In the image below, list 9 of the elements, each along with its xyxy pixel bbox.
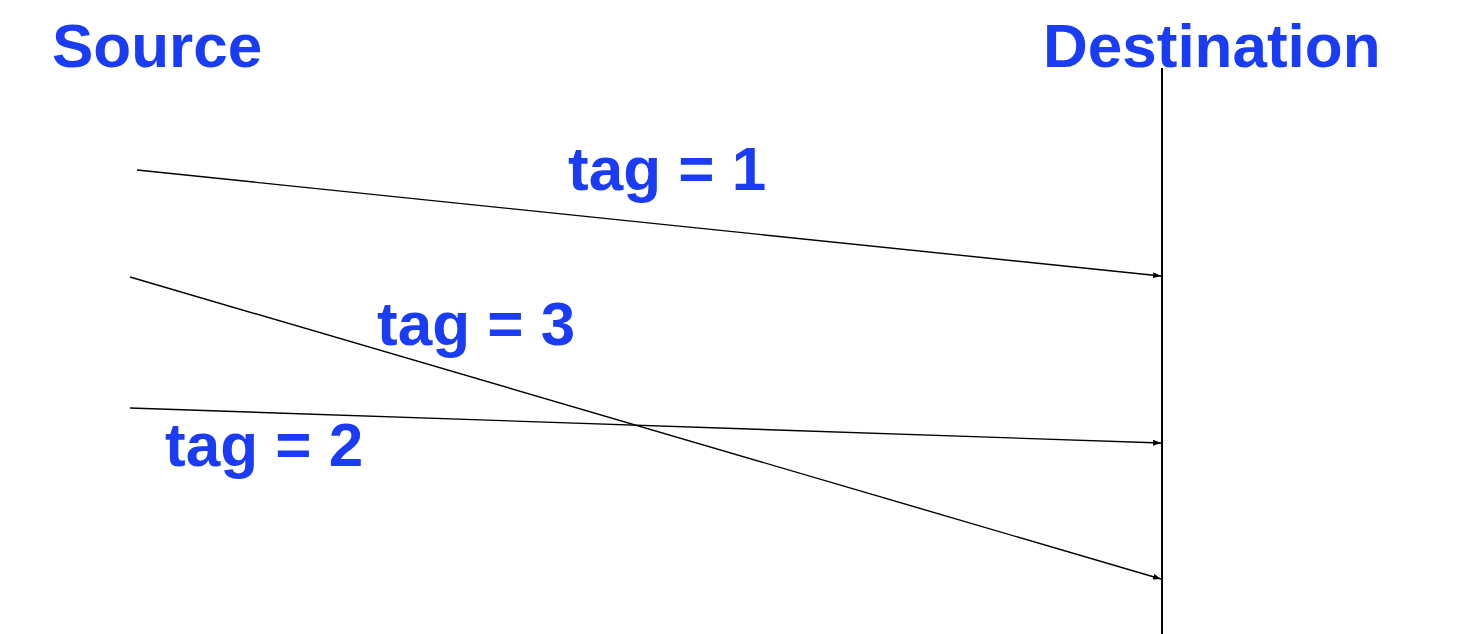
message-arrow [129,407,1162,446]
edge-label: tag = 2 [165,413,364,477]
edge-label: tag = 1 [568,137,767,201]
message-arrow [129,276,1162,580]
lifeline [1161,68,1163,634]
lifeline-heading: Destination [1043,14,1381,78]
edge-label: tag = 3 [377,292,576,356]
lifeline-heading: Source [52,14,263,78]
message-arrow [136,169,1162,279]
